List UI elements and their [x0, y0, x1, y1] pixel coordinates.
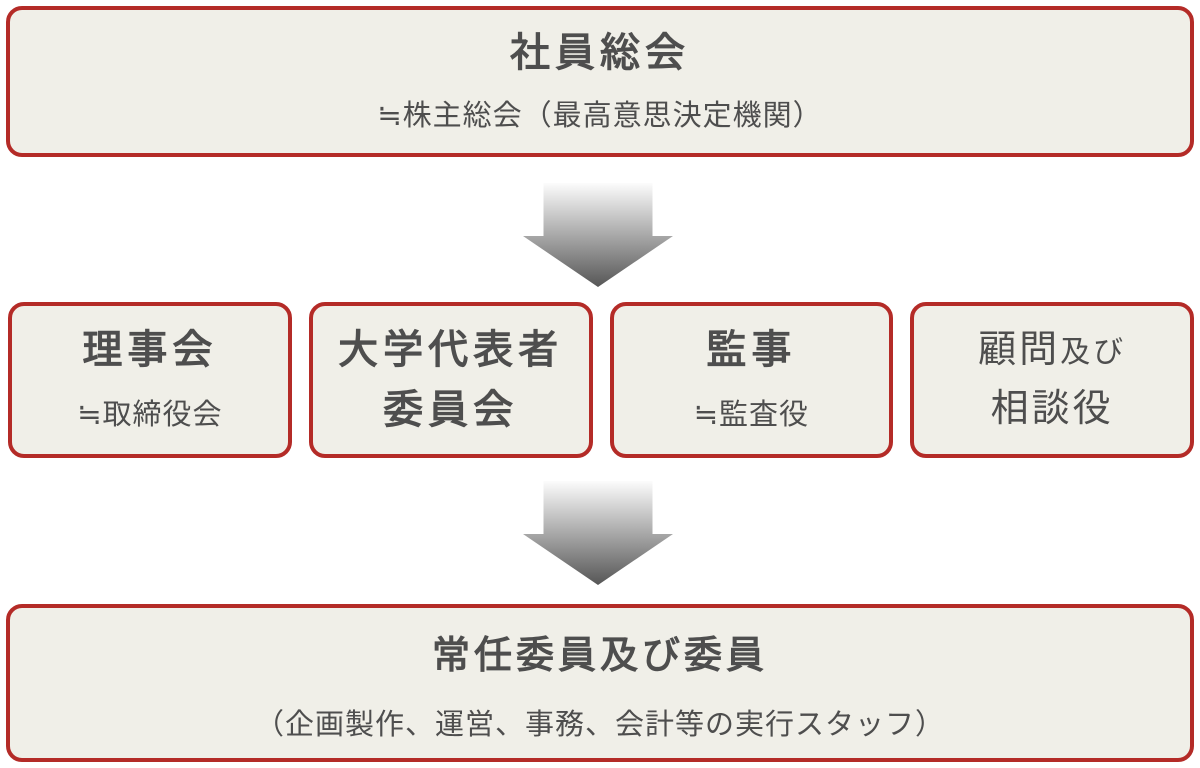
box-title-line1: 大学代表者: [338, 328, 564, 372]
box-subtitle: （企画製作、運営、事務、会計等の実行スタッフ）: [254, 708, 945, 741]
member-general-meeting-box: 社員総会 ≒株主総会（最高意思決定機関）: [6, 6, 1194, 157]
box-subtitle: ≒監査役: [693, 399, 810, 431]
auditor-box: 監事 ≒監査役: [609, 302, 894, 458]
down-arrow-icon: [523, 481, 673, 585]
box-title-line2: 委員会: [383, 388, 519, 432]
box-title-line1: 顧問及び: [978, 329, 1127, 372]
box-title: 理事会: [82, 328, 218, 372]
standing-committee-box: 常任委員及び委員 （企画製作、運営、事務、会計等の実行スタッフ）: [6, 604, 1194, 762]
board-of-directors-box: 理事会 ≒取締役会: [8, 302, 292, 458]
box-title: 社員総会: [510, 30, 690, 75]
box-title: 監事: [706, 328, 797, 372]
advisors-counselors-box: 顧問及び 相談役: [910, 302, 1194, 458]
box-subtitle: ≒取締役会: [77, 399, 223, 431]
down-arrow-icon: [523, 183, 673, 287]
box-title: 顧問及び 相談役: [978, 321, 1126, 439]
box-subtitle: ≒株主総会（最高意思決定機関）: [377, 99, 823, 132]
box-title-line2: 相談役: [990, 388, 1114, 430]
university-representatives-committee-box: 大学代表者 委員会: [308, 302, 593, 458]
box-title: 大学代表者 委員会: [338, 320, 563, 440]
box-title: 常任委員及び委員: [431, 634, 768, 677]
middle-row: 理事会 ≒取締役会 大学代表者 委員会 監事 ≒監査役 顧問及び 相談役: [8, 302, 1194, 458]
